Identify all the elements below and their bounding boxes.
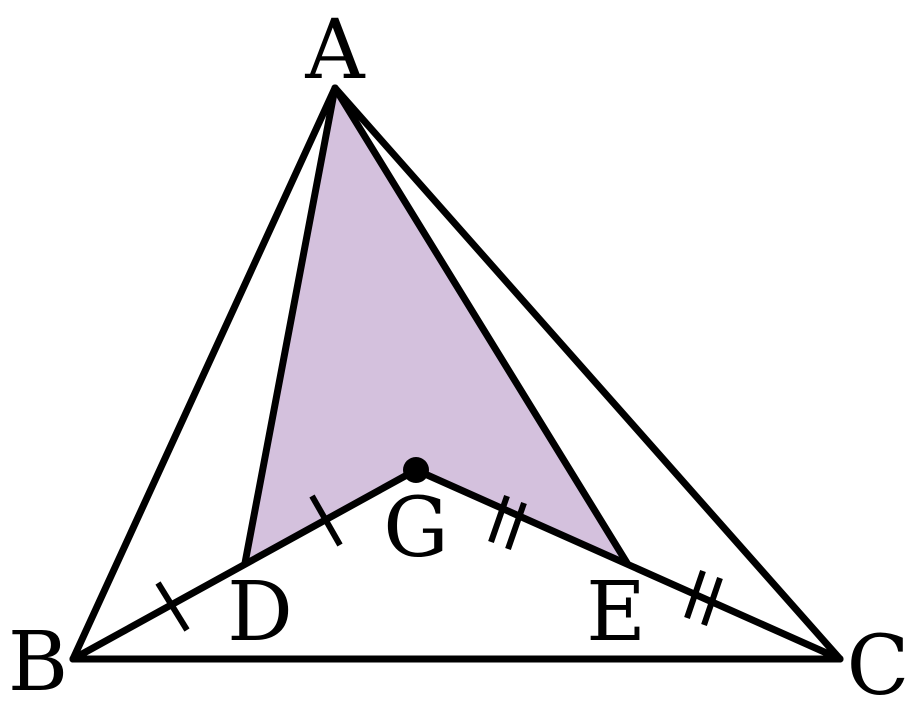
label-b: B	[8, 615, 68, 710]
segment-gc	[412, 466, 844, 663]
label-g: G	[383, 481, 449, 576]
segment-ae	[331, 84, 631, 567]
label-a: A	[304, 3, 366, 98]
label-e: E	[586, 565, 646, 660]
tick-mark-dg	[309, 494, 343, 547]
label-c: C	[847, 619, 910, 714]
label-d: D	[227, 565, 293, 660]
double-tick-mark-ec	[684, 570, 723, 626]
segment-ab	[69, 84, 339, 663]
shaded-region-adge	[245, 88, 627, 563]
segment-bg	[69, 466, 420, 663]
point-g-dot	[403, 457, 429, 483]
segment-ac	[331, 84, 844, 663]
segment-ad	[241, 84, 339, 567]
tick-mark-bd	[155, 581, 190, 632]
double-tick-mark-ge	[488, 495, 527, 550]
